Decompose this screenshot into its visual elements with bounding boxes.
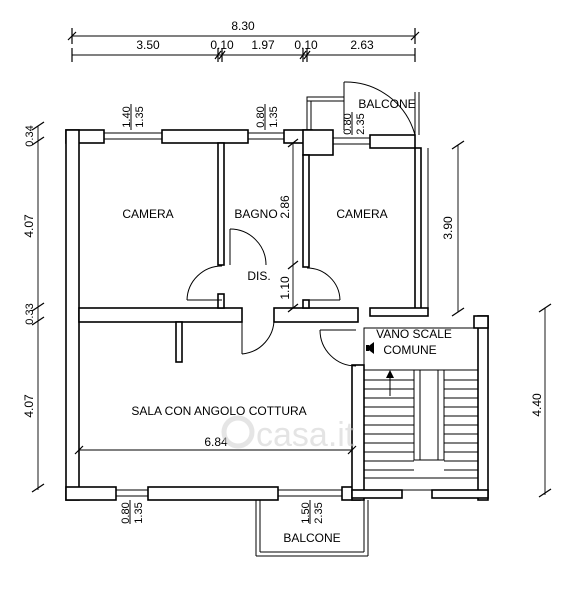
top-dimensions: 8.30 3.50 0.10 1.97 0.10 2.63 xyxy=(67,19,420,62)
dim-left-upper: 4.07 xyxy=(22,214,36,238)
dim-sala-width: 6.84 xyxy=(204,435,228,449)
room-camera-right: CAMERA xyxy=(336,207,387,221)
room-vano-scale: VANO SCALE xyxy=(376,327,452,341)
room-bagno: BAGNO xyxy=(234,207,277,221)
room-camera-left: CAMERA xyxy=(122,207,173,221)
win5-height: 2.35 xyxy=(313,502,325,523)
room-balcone-bottom: BALCONE xyxy=(283,531,340,545)
win2-width: 0.80 xyxy=(255,106,267,127)
room-sala: SALA CON ANGOLO COTTURA xyxy=(131,404,306,418)
win1-width: 1.40 xyxy=(121,106,133,127)
dim-seg-1: 3.50 xyxy=(136,38,160,52)
room-dis: DIS. xyxy=(247,269,270,283)
arrow-up-icon xyxy=(386,370,394,396)
watermark: casa.it xyxy=(221,415,355,454)
watermark-text: casa.it xyxy=(256,416,355,454)
dim-left-lower: 4.07 xyxy=(22,394,36,418)
dim-right-room: 3.90 xyxy=(441,216,455,240)
windows xyxy=(104,132,370,497)
win3-height: 2.35 xyxy=(355,113,367,134)
staircase xyxy=(363,327,479,491)
win4-height: 1.35 xyxy=(133,502,145,523)
dim-left-mid: 0.33 xyxy=(24,303,36,324)
dim-seg-2: 0.10 xyxy=(210,38,234,52)
dim-seg-4: 0.10 xyxy=(294,38,318,52)
dim-dis-height: 1.10 xyxy=(278,276,292,300)
win2-height: 1.35 xyxy=(268,106,280,127)
room-comune: COMUNE xyxy=(383,343,436,357)
win5-width: 1.50 xyxy=(300,502,312,523)
dim-overall-width: 8.30 xyxy=(231,19,255,33)
dim-right-stair: 4.40 xyxy=(530,393,544,417)
walls xyxy=(65,129,489,501)
win4-width: 0.80 xyxy=(120,502,132,523)
dim-seg-5: 2.63 xyxy=(350,38,374,52)
dim-seg-3: 1.97 xyxy=(251,38,275,52)
left-dimensions: 0.34 4.07 0.33 4.07 xyxy=(22,121,45,493)
dim-bagno-height: 2.86 xyxy=(278,195,292,219)
internal-dimensions: 2.86 1.10 6.84 xyxy=(74,138,357,455)
arrow-left-icon xyxy=(366,342,374,354)
room-labels: CAMERA BAGNO CAMERA DIS. SALA CON ANGOLO… xyxy=(122,97,452,545)
win1-height: 1.35 xyxy=(134,106,146,127)
win3-width: 0.80 xyxy=(342,113,354,134)
doors xyxy=(186,81,416,367)
dim-left-top: 0.34 xyxy=(24,125,36,146)
right-dimensions: 3.90 4.40 xyxy=(441,140,552,498)
balconies xyxy=(255,92,420,557)
window-annotations: 1.40 1.35 0.80 1.35 0.80 2.35 0.80 1.35 … xyxy=(120,104,367,524)
room-balcone-top: BALCONE xyxy=(358,97,415,111)
